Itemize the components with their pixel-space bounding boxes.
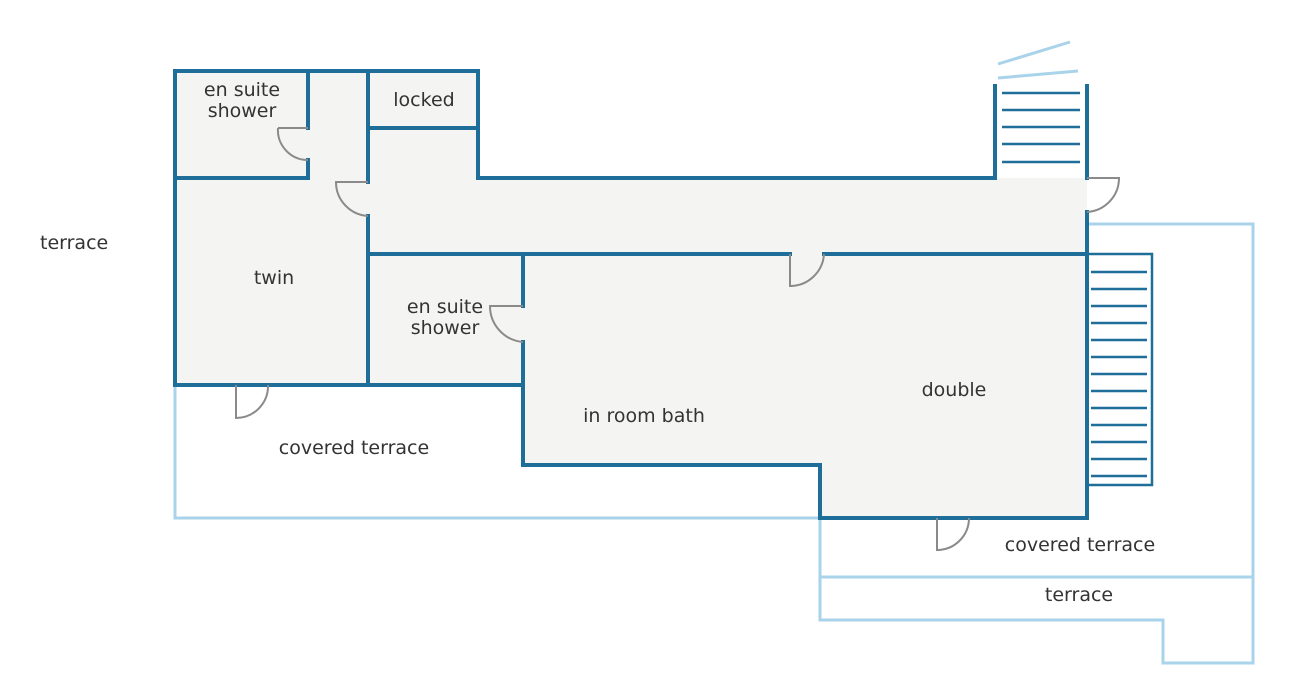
hallway-fill <box>368 178 1087 254</box>
stair-north-break-line-1 <box>997 40 1071 66</box>
door-hall-east <box>1086 177 1121 213</box>
twin-label: twin <box>254 267 294 289</box>
covered-terrace-left-label: covered terrace <box>279 437 429 459</box>
door-twin-hall <box>334 181 369 217</box>
double-label: double <box>922 379 987 401</box>
terrace-south-outline <box>818 222 1255 665</box>
ensuite-mid-label-line2: shower <box>411 317 480 339</box>
locked-label: locked <box>393 89 454 111</box>
door-ensuite-top <box>276 127 309 162</box>
door-ensuite-mid <box>488 305 524 343</box>
terrace-west-label: terrace <box>40 232 108 254</box>
in-room-bath-label: in room bath <box>583 405 705 427</box>
outer-wall-top <box>173 69 997 387</box>
stair-east-outline <box>1087 252 1154 487</box>
door-twin-terrace <box>235 384 270 420</box>
outer-wall-south <box>173 383 1089 520</box>
stairs-north <box>997 40 1080 164</box>
twin-room-fill <box>175 71 368 385</box>
terrace-south-label: terrace <box>1045 584 1113 606</box>
walls <box>173 69 1089 520</box>
ensuite-mid-label-line1: en suite <box>407 296 483 318</box>
covered-terrace-left-outline <box>173 385 820 520</box>
double-room-fill <box>523 254 1087 518</box>
door-double-hall <box>789 253 825 288</box>
stair-north-break-line-2 <box>997 69 1079 80</box>
terrace-outlines <box>173 222 1255 665</box>
room-fills <box>175 71 1087 518</box>
covered-terrace-right-label: covered terrace <box>1005 534 1155 556</box>
ensuite-top-label-line1: en suite <box>204 79 280 101</box>
door-double-terrace <box>936 517 970 552</box>
room-labels: terrace en suite shower locked twin en s… <box>40 79 1155 606</box>
stairs-east <box>1087 252 1154 487</box>
ensuite-mid-fill <box>368 254 523 385</box>
ensuite-top-label-line2: shower <box>208 100 277 122</box>
doors <box>235 127 1121 552</box>
